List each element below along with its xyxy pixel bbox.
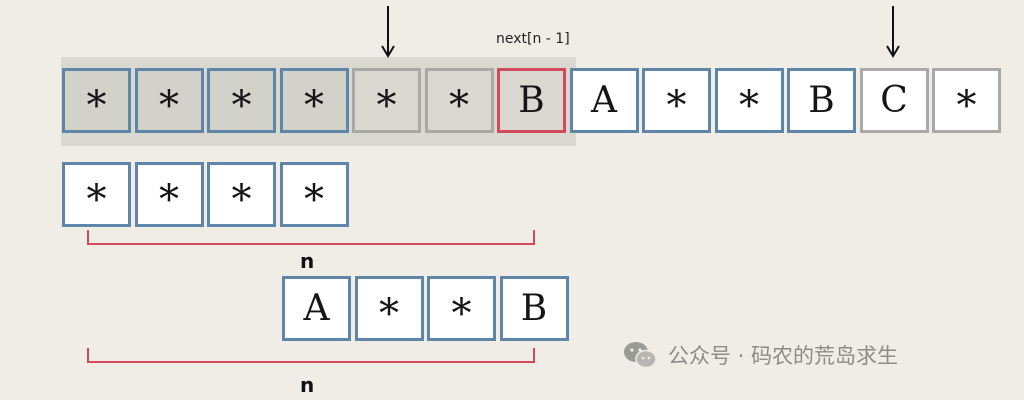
length-label: n [300,249,315,273]
bottom-cell: * [427,276,496,341]
top-cell: * [352,68,421,133]
prefix-row: * * * * [62,162,352,227]
top-cell: C [859,68,929,133]
middle-cell: * [62,162,131,227]
watermark: 公众号 · 码农的荒岛求生 [622,340,898,370]
top-cell-next-highlight: B [497,68,566,133]
top-cell: B [787,68,856,133]
top-cell: * [642,68,711,133]
length-bracket [87,348,535,363]
middle-cell: * [134,162,204,227]
top-cell: * [62,68,131,133]
middle-cell: * [279,162,349,227]
top-cell: * [207,68,276,133]
pointer-arrow-icon [381,6,395,58]
text-string-row: * * * * * * B A * * B C * [62,68,1005,133]
length-bracket [87,230,535,245]
watermark-text: 公众号 · 码农的荒岛求生 [668,344,899,368]
top-cell: * [279,68,349,133]
pointer-arrow-icon [886,6,900,58]
middle-cell: * [207,162,276,227]
top-cell: * [714,68,784,133]
suffix-row: A * * B [282,276,572,341]
top-cell: A [569,68,639,133]
top-cell: * [134,68,204,133]
bottom-cell: * [354,276,424,341]
bottom-cell: B [499,276,569,341]
top-cell: * [932,68,1001,133]
wechat-icon [624,342,657,369]
next-pointer-label: next[n - 1] [496,31,570,47]
length-label: n [300,373,315,397]
top-cell: * [424,68,494,133]
bottom-cell: A [282,276,351,341]
